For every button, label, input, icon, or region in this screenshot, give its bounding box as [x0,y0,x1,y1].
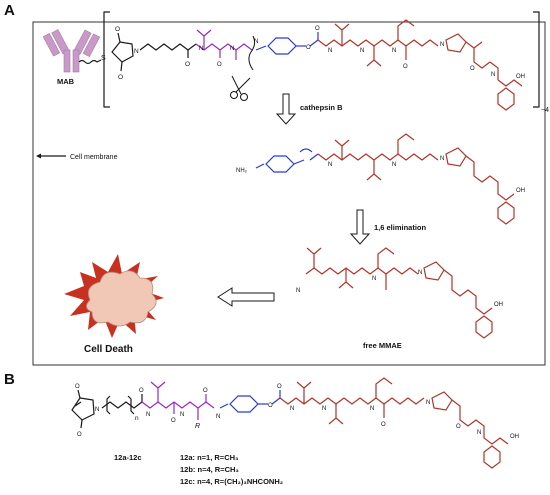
pab-amine-intermediate [255,148,319,173]
cleavage-mark [248,35,256,71]
maleimide-oxygen: O [77,432,82,438]
mmae-b-n: N [322,406,326,412]
mmae-b-n: N [426,400,430,406]
mmae-b-oxygen: O [456,424,461,430]
dipeptide-b [141,381,215,420]
dipeptide-nh: N [146,412,150,418]
ring-oxygen: O [115,26,120,33]
hexanoyl-chain [139,43,197,51]
cell-death-arrow [217,287,275,307]
free-mmae-n: N [418,270,422,276]
cell-death-label: Cell Death [84,344,133,355]
free-mmae-structure [305,247,493,339]
ring-oxygen: O [118,74,123,81]
substituent-r: R [195,423,200,430]
cit-nh: N [230,46,234,52]
mmae-n: N [328,48,332,54]
pab-oxygen: O [306,45,311,51]
cell-death-icon [64,254,164,338]
maleimide-ring [71,389,95,429]
chain-bracket [106,395,135,415]
mmae-n: N [440,42,444,48]
carbonyl-oxygen: O [315,26,320,32]
repeat-count: ~4 [541,107,549,114]
free-mmae-label: free MMAE [363,341,402,350]
amide-oxygen: O [139,388,144,394]
panel-a-frame [32,21,546,366]
mmae-n: N [360,48,364,54]
mmae-b-n: N [290,406,294,412]
mmae-n: N [392,48,396,54]
mmae-attached [317,19,523,111]
cell-membrane-label: Cell membrane [70,154,118,161]
val-cit-dipeptide [195,29,253,60]
mmae-oxygen: O [403,64,408,70]
free-mmae-nh: N [296,288,300,294]
variant-12c: 12c: n=4, R=(CH₂)₃NHCONH₂ [180,477,283,486]
mmae-intermediate [317,133,515,225]
pab-oxygen-b: O [268,403,273,409]
val-oxygen: O [217,62,222,68]
ring-nitrogen: N [134,48,139,55]
dipeptide-oxygen: O [171,418,176,424]
mmae-b-oh: OH [510,434,519,440]
pab-nh: N [254,39,258,45]
panel-b-label: B [4,371,15,388]
free-mmae-n: N [372,276,376,282]
maleimide-nitrogen: N [95,407,99,413]
repeat-bracket-right [533,11,540,108]
succinimide-ring [111,32,134,72]
panel-a-label: A [4,2,15,19]
mmae-oxygen: O [470,66,475,72]
scissors-icon [230,75,251,101]
alkyl-chain-b [101,401,143,409]
intermediate-nh2: NH₂ [236,168,248,174]
mmae-b-n: N [370,406,374,412]
antibody-icon [42,29,101,73]
elimination-label: 1,6 elimination [374,223,427,232]
repeat-subscript-n: n [135,415,139,422]
membrane-arrowhead [36,153,41,159]
variant-12b: 12b: n=4, R=CH₃ [180,465,239,474]
pab-spacer [255,32,319,55]
elimination-arrow [349,209,371,245]
mmae-b [279,377,509,469]
mmae-b-oxygen: O [381,422,386,428]
pab-nh-b: N [216,414,220,420]
intermediate-oh: OH [516,188,525,194]
val-nh: N [199,46,203,52]
dipeptide-oxygen: O [203,388,208,394]
free-mmae-oh: OH [494,302,503,308]
mmae-b-n: N [477,430,481,436]
intermediate-n: N [440,156,444,162]
antibody-linker [78,59,102,65]
chain-oxygen: O [185,61,190,68]
compound-range: 12a-12c [114,453,142,462]
cathepsin-label: cathepsin B [300,103,343,112]
pab-spacer-b [219,390,281,413]
pab-carbonyl-oxygen-b: O [277,384,282,390]
dipeptide-nh: N [180,412,184,418]
cathepsin-arrow [275,93,297,125]
repeat-bracket-left [103,11,110,108]
intermediate-n: N [392,162,396,168]
maleimide-oxygen: O [75,384,80,390]
antibody-label: MAB [57,77,75,86]
intermediate-n: N [328,162,332,168]
mmae-oh: OH [516,74,525,80]
variant-12a: 12a: n=1, R=CH₃ [180,453,239,462]
mmae-n: N [491,72,495,78]
